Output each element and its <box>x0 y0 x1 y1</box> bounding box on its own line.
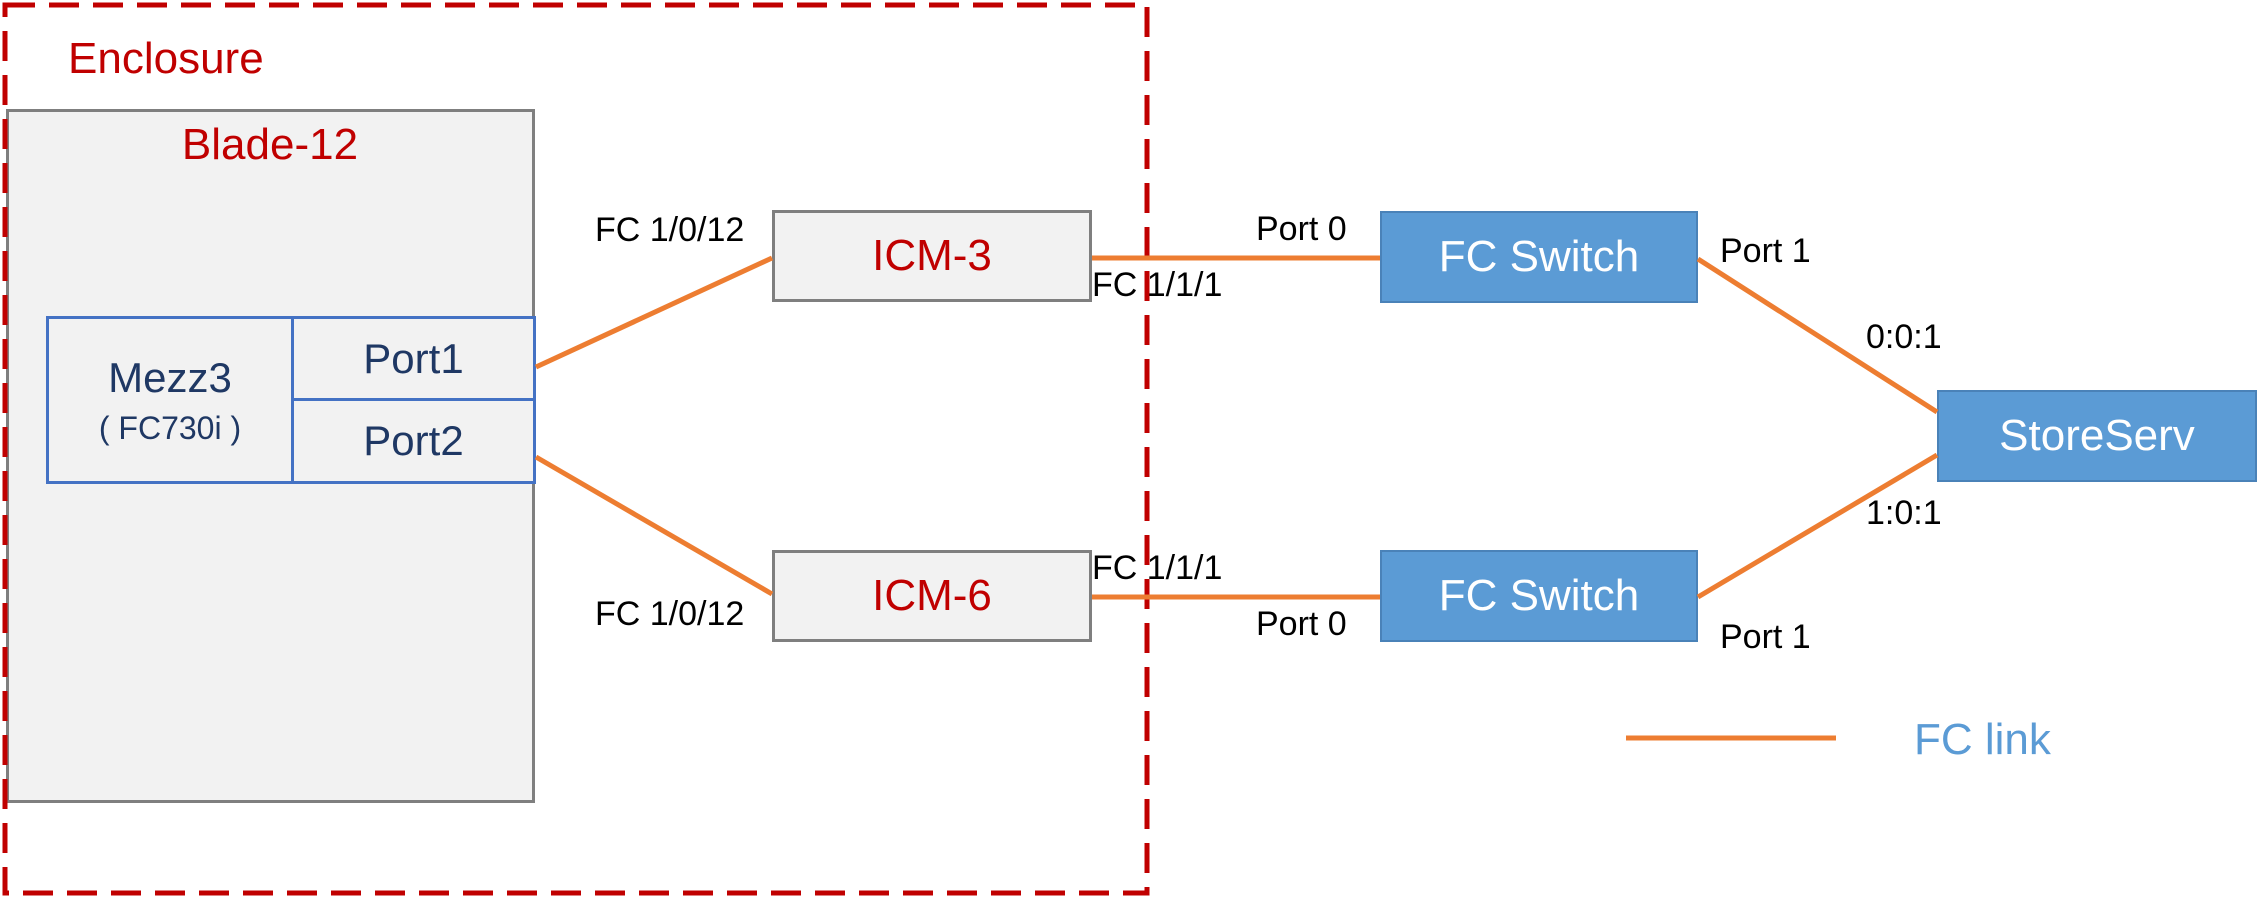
storeserv-label: StoreServ <box>1999 411 2195 460</box>
icm6-right-port-label: FC 1/1/1 <box>1092 549 1223 587</box>
fc-switch-top-label: FC Switch <box>1438 232 1640 281</box>
fc-link-port1-icm3 <box>534 255 774 370</box>
fc-link-switch-top-storeserv <box>1696 256 1939 415</box>
icm-6-label: ICM-6 <box>872 571 992 620</box>
mezz-port2-label: Port2 <box>363 417 464 464</box>
fc-link-switch-bottom-storeserv <box>1696 452 1939 600</box>
switch-top-out-port-label: Port 1 <box>1720 232 1811 270</box>
mezz-port1: Port1 <box>294 319 533 401</box>
switch-bottom-in-port-label: Port 0 <box>1256 605 1347 643</box>
icm6-left-port-label: FC 1/0/12 <box>595 595 745 633</box>
mezz-name: Mezz3 <box>108 353 232 401</box>
icm-6-box: ICM-6 <box>772 550 1092 642</box>
legend-label: FC link <box>1914 715 2051 764</box>
mezz-card: Mezz3 ( FC730i ) Port1 Port2 <box>46 316 536 484</box>
fc-switch-bottom-label: FC Switch <box>1438 571 1640 620</box>
mezz-model: ( FC730i ) <box>98 409 242 446</box>
switch-top-in-port-label: Port 0 <box>1256 210 1347 248</box>
icm-3-box: ICM-3 <box>772 210 1092 302</box>
switch-bottom-out-port-label: Port 1 <box>1720 618 1811 656</box>
icm3-right-port-label: FC 1/1/1 <box>1092 266 1223 304</box>
enclosure-title: Enclosure <box>68 34 264 83</box>
icm-3-label: ICM-3 <box>872 231 992 280</box>
storeserv-port-top-label: 0:0:1 <box>1866 318 1942 356</box>
fc-switch-bottom: FC Switch <box>1380 550 1698 642</box>
enclosure-outline <box>2 2 1150 896</box>
mezz-port2: Port2 <box>294 401 533 481</box>
fc-link-port2-icm6 <box>534 454 774 597</box>
mezz-name-cell: Mezz3 ( FC730i ) <box>49 319 294 481</box>
mezz-port1-label: Port1 <box>363 334 464 382</box>
storeserv-box: StoreServ <box>1937 390 2257 482</box>
storeserv-port-bottom-label: 1:0:1 <box>1866 494 1942 532</box>
fc-switch-top: FC Switch <box>1380 211 1698 303</box>
icm3-left-port-label: FC 1/0/12 <box>595 211 745 249</box>
blade-title: Blade-12 <box>181 120 359 169</box>
